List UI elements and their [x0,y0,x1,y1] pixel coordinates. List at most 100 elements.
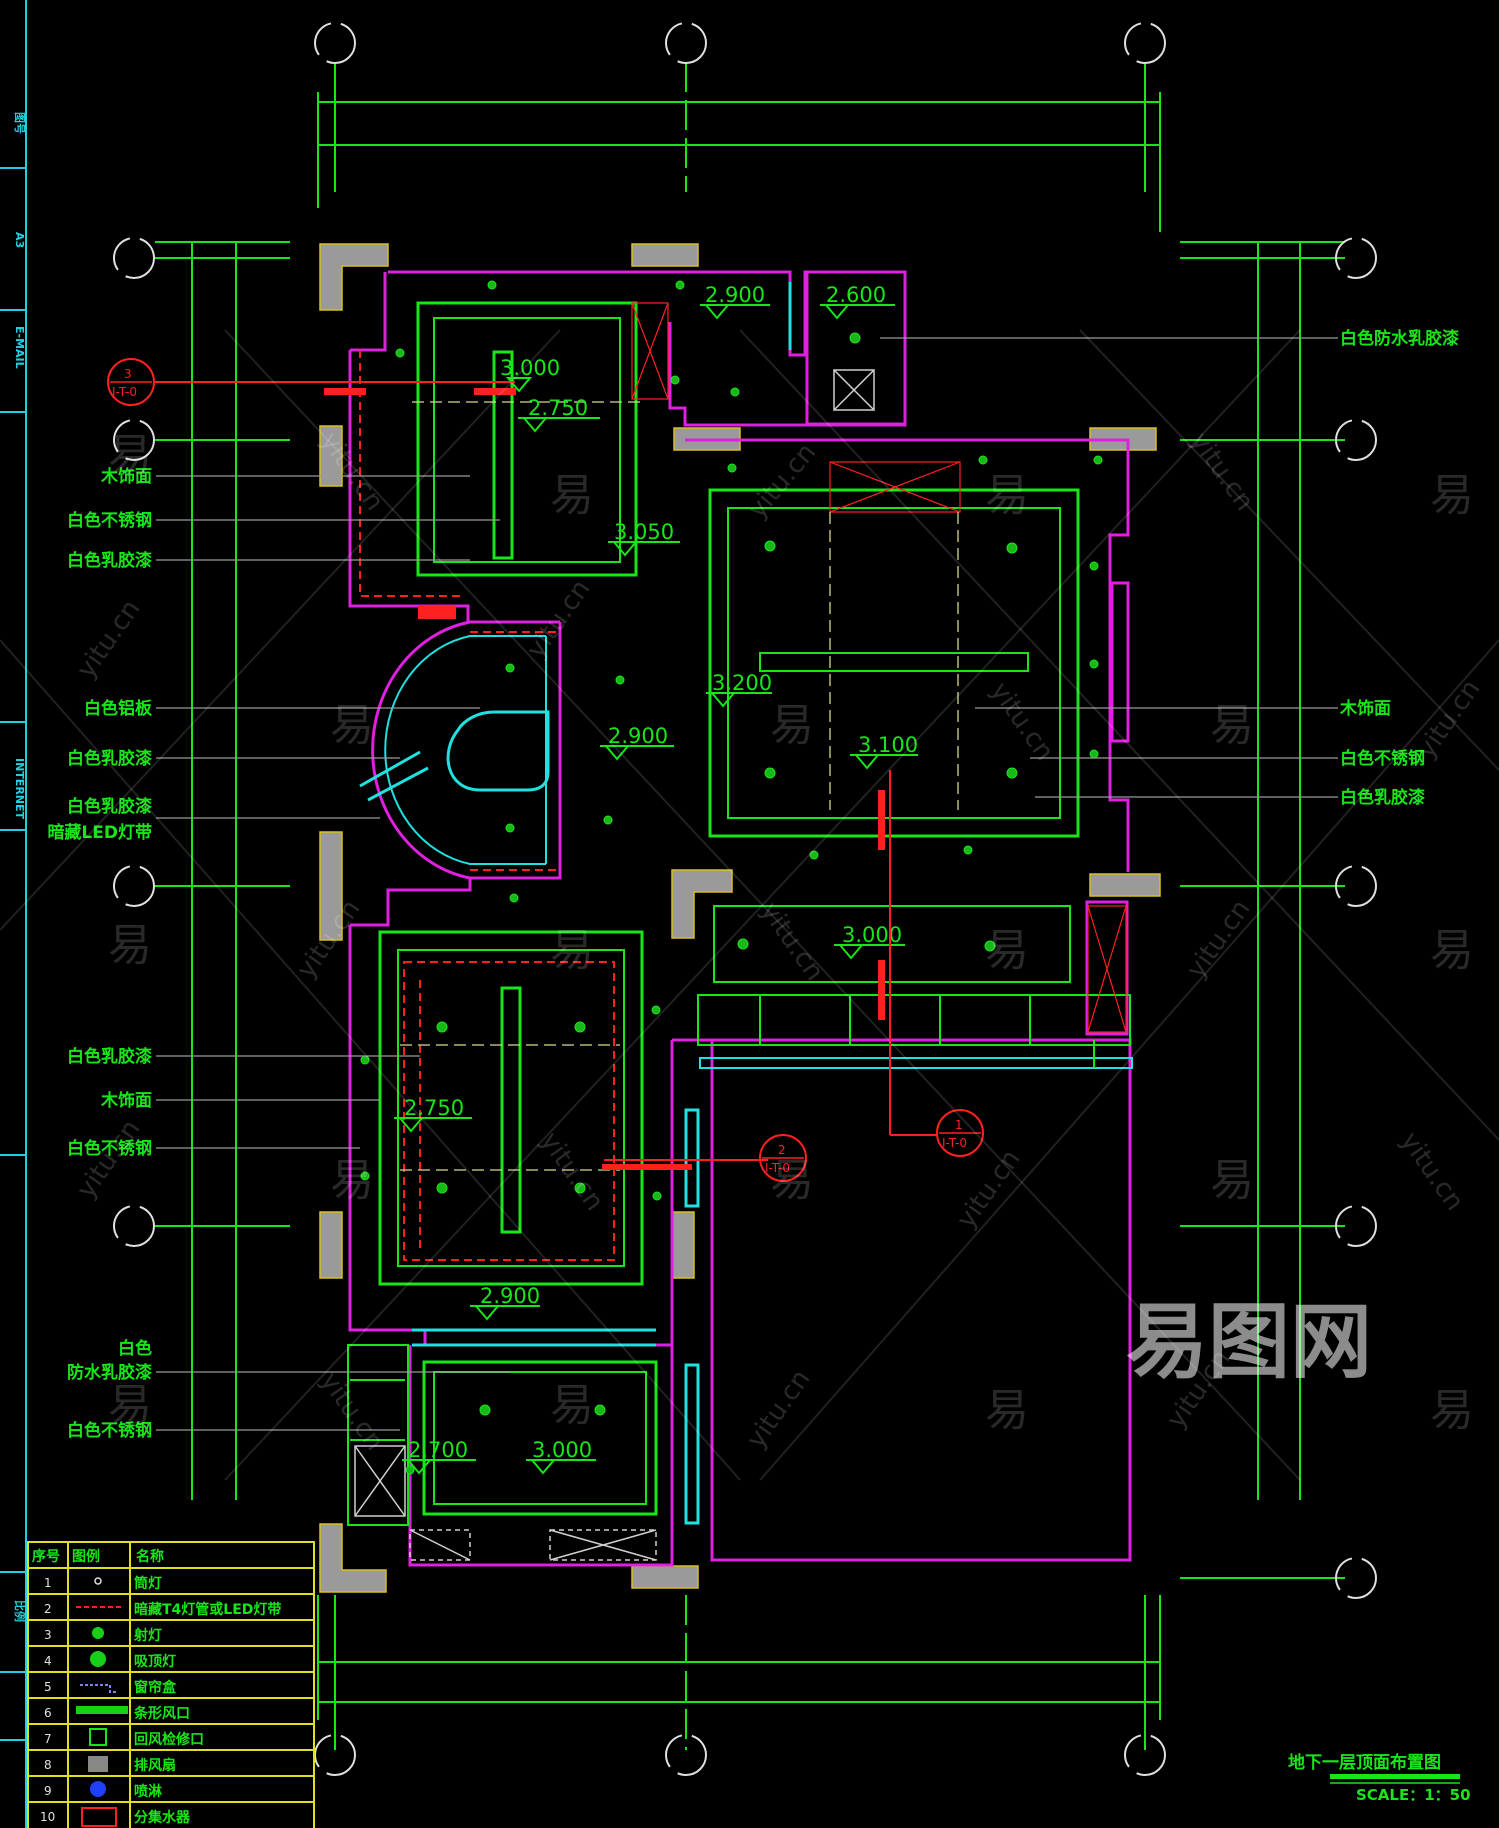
legend-name: 回风检修口 [134,1731,204,1748]
svg-text:易: 易 [550,470,594,521]
annotation: 白色不锈钢 [1340,748,1425,769]
svg-text:易: 易 [770,700,814,751]
svg-text:I-T-0: I-T-0 [112,385,137,399]
annotation: 白色 [118,1338,152,1359]
grid-lines [155,62,1345,1750]
svg-text:易: 易 [108,920,152,971]
svg-text:2.600: 2.600 [826,283,886,307]
tb-paper-size: A3 [13,232,26,248]
tb-drawing-no: 图号 [13,112,26,134]
drawing-title-block: 地下一层顶面布置图 SCALE：1：50 [1288,1752,1471,1804]
svg-text:易: 易 [1430,470,1474,521]
svg-text:3: 3 [44,1628,52,1642]
elevation-marker: 2.750 [394,1096,472,1133]
cyan-glazing [412,282,792,1525]
svg-text:易: 易 [330,1155,374,1206]
walls [348,270,1132,1567]
legend-name: 条形风口 [133,1705,190,1722]
annotation: 白色不锈钢 [67,510,152,531]
svg-text:1: 1 [44,1576,52,1590]
elevation-marker: 2.900 [470,1284,540,1321]
elevation-marker: 3.000 [500,356,560,393]
watermark-diagonals [0,329,1499,1481]
watermarks: 易 易 易 易 易 易 易 易 易 易 易 易 易 易 易 易 易 易 yitu… [71,427,1486,1457]
section-tag-2: 2 I-T-0 [759,1134,807,1182]
annotation-leaders [156,337,1338,1431]
svg-text:2.900: 2.900 [608,724,668,748]
legend-name: 暗藏T4灯管或LED灯带 [134,1601,281,1618]
svg-text:2.700: 2.700 [408,1438,468,1462]
ceiling-outlines [347,301,1133,1526]
svg-text:3.000: 3.000 [532,1438,592,1462]
elevation-marker: 3.000 [834,923,905,960]
svg-text:易: 易 [108,1380,152,1431]
svg-text:10: 10 [40,1810,55,1824]
legend-name: 吸顶灯 [134,1653,176,1670]
svg-text:2: 2 [778,1143,786,1157]
led-strips [359,350,615,1261]
svg-text:yitu.cn: yitu.cn [1181,894,1256,984]
annotation: 白色乳胶漆 [67,796,152,817]
legend-name: 筒灯 [134,1575,162,1592]
legend-name: 喷淋 [134,1783,162,1800]
annotation: 白色乳胶漆 [67,550,152,571]
svg-text:yitu.cn: yitu.cn [71,1114,146,1204]
annotation: 白色不锈钢 [67,1138,152,1159]
annotation: 木饰面 [100,466,152,487]
annotation: 暗藏LED灯带 [47,822,152,843]
drawing-scale: SCALE：1：50 [1356,1786,1471,1804]
svg-text:2: 2 [44,1602,52,1616]
right-annotations: 白色防水乳胶漆 木饰面 白色不锈钢 白色乳胶漆 [1339,328,1459,808]
svg-text:易: 易 [1210,700,1254,751]
svg-text:易: 易 [985,925,1029,976]
svg-text:I-T-0: I-T-0 [765,1161,790,1175]
svg-text:yitu.cn: yitu.cn [534,1127,609,1217]
svg-text:易: 易 [330,700,374,751]
svg-text:图例: 图例 [72,1548,100,1565]
svg-text:易: 易 [770,1155,814,1206]
annotation: 白色乳胶漆 [1340,787,1425,808]
elevation-marker: 3.000 [526,1438,596,1475]
elevation-marker: 2.700 [402,1438,476,1475]
annotation: 防水乳胶漆 [67,1362,152,1383]
svg-text:4: 4 [44,1654,52,1668]
tb-internet: INTERNET [13,758,26,820]
axis-bubbles [113,22,1377,1776]
svg-text:2.900: 2.900 [705,283,765,307]
svg-text:3.200: 3.200 [712,671,772,695]
elevation-marker: 2.900 [700,283,770,320]
elevation-marker: 3.200 [706,671,772,708]
svg-text:7: 7 [44,1732,52,1746]
svg-text:yitu.cn: yitu.cn [1411,674,1486,764]
annotation: 白色乳胶漆 [67,1046,152,1067]
svg-text:序号: 序号 [32,1548,60,1565]
legend-name: 窗帘盒 [134,1679,177,1696]
svg-text:易: 易 [1430,1385,1474,1436]
svg-text:6: 6 [44,1706,52,1720]
svg-text:yitu.cn: yitu.cn [71,594,146,684]
svg-text:易: 易 [550,1380,594,1431]
svg-text:yitu.cn: yitu.cn [742,438,822,525]
svg-text:易: 易 [985,470,1029,521]
legend-symbols [76,1577,128,1827]
elevation-marker: 2.600 [820,283,895,320]
legend-table: 序号 图例 名称 1 2 3 4 5 6 7 8 9 10 筒灯 暗藏T4灯管或… [27,1541,315,1828]
section-tag-1: 1 I-T-0 [936,1109,984,1157]
annotation: 木饰面 [1339,698,1391,719]
annotation: 白色不锈钢 [67,1420,152,1441]
svg-text:易: 易 [550,925,594,976]
elevation-marker: 3.100 [850,733,918,770]
svg-text:易: 易 [985,1385,1029,1436]
svg-text:易: 易 [1430,925,1474,976]
tb-scale: 比例 [13,1600,27,1622]
annotation: 白色铝板 [84,698,153,719]
arch-room [359,620,560,880]
elevation-marker: 3.050 [608,520,680,557]
svg-text:3: 3 [124,367,132,381]
svg-text:yitu.cn: yitu.cn [754,897,829,987]
watermark-logo: 易图网 [1126,1295,1372,1390]
svg-text:3.000: 3.000 [842,923,902,947]
section-lines [155,381,938,1170]
light-fixtures [360,280,1103,1475]
